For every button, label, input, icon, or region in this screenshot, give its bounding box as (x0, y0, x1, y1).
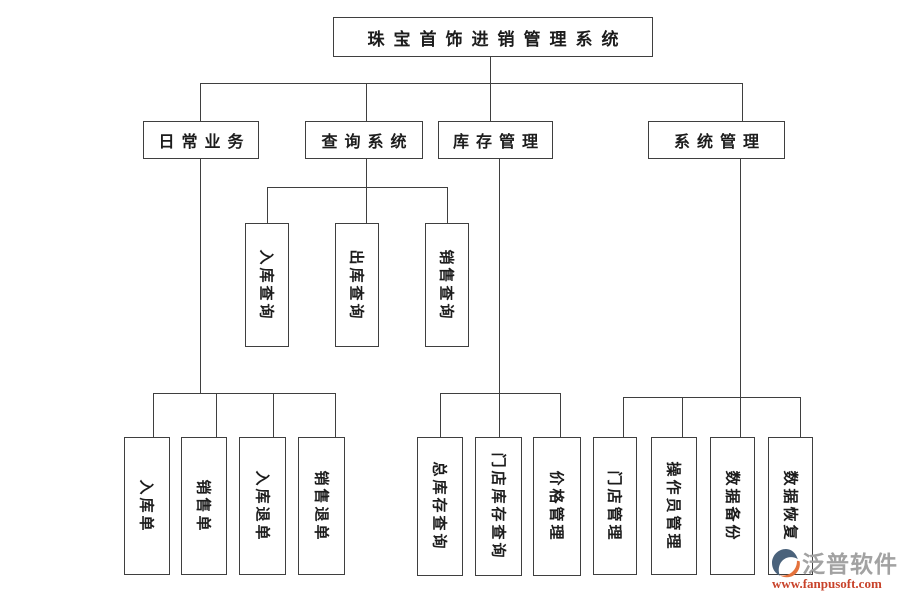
node-daily-business: 日常业务 (143, 121, 259, 159)
node-data-backup-label: 数据备份 (723, 469, 740, 543)
connector-drop-q3 (447, 187, 448, 223)
node-inbound-return-order: 入库退单 (239, 437, 286, 575)
node-system-management-label: 系统管理 (673, 134, 766, 151)
node-total-inventory-query: 总库存查询 (417, 437, 463, 576)
node-sales-return-order: 销售退单 (298, 437, 345, 575)
node-query-system-label: 查询系统 (321, 134, 414, 151)
watermark: 泛普软件 www.fanpusoft.com (769, 544, 903, 594)
node-data-recovery-label: 数据恢复 (781, 469, 798, 543)
node-price-management-label: 价格管理 (547, 470, 564, 543)
connector-drop-i3 (560, 393, 561, 437)
node-root-label: 珠宝首饰进销管理系统 (367, 29, 628, 49)
connector-drop-d3 (273, 393, 274, 437)
node-data-backup: 数据备份 (710, 437, 755, 575)
node-inbound-return-order-label: 入库退单 (253, 469, 270, 543)
node-sales-return-order-label: 销售退单 (312, 469, 329, 543)
node-inbound-order: 入库单 (124, 437, 170, 575)
node-operator-management-label: 操作员管理 (664, 460, 681, 552)
connector-drop-s2 (682, 397, 683, 437)
node-inbound-query: 入库查询 (245, 223, 289, 347)
node-sales-order-label: 销售单 (194, 478, 211, 534)
node-inbound-query-label: 入库查询 (257, 248, 274, 322)
node-sales-order: 销售单 (181, 437, 227, 575)
node-sales-query-label: 销售查询 (437, 248, 454, 322)
node-store-management-label: 门店管理 (605, 469, 622, 543)
connector-drop-s4 (800, 397, 801, 437)
connector-inventory-bus (440, 393, 561, 394)
connector-drop-query (366, 83, 367, 121)
connector-drop-d2 (216, 393, 217, 437)
node-total-inventory-query-label: 总库存查询 (430, 461, 447, 552)
connector-drop-daily (200, 83, 201, 121)
node-store-management: 门店管理 (593, 437, 637, 575)
node-query-system: 查询系统 (305, 121, 423, 159)
node-store-inventory-query: 门店库存查询 (475, 437, 522, 576)
connector-system-feed (740, 159, 741, 397)
connector-system-bus (623, 397, 801, 398)
connector-drop-d4 (335, 393, 336, 437)
node-inbound-order-label: 入库单 (137, 478, 154, 534)
connector-drop-d1 (153, 393, 154, 437)
node-outbound-query-label: 出库查询 (347, 248, 364, 322)
node-store-inventory-query-label: 门店库存查询 (489, 452, 506, 561)
connector-query-feed (366, 159, 367, 223)
watermark-url-text: www.fanpusoft.com (772, 576, 882, 591)
connector-drop-system (742, 83, 743, 121)
connector-inventory-feed (499, 159, 500, 437)
node-root: 珠宝首饰进销管理系统 (333, 17, 653, 57)
connector-top-bus (200, 83, 743, 84)
node-sales-query: 销售查询 (425, 223, 469, 347)
node-daily-business-label: 日常业务 (158, 134, 251, 151)
connector-root-feed (490, 57, 491, 121)
watermark-brand-text: 泛普软件 (802, 552, 898, 577)
node-operator-management: 操作员管理 (651, 437, 697, 575)
connector-drop-s1 (623, 397, 624, 437)
node-inventory-management-label: 库存管理 (452, 134, 545, 151)
node-outbound-query: 出库查询 (335, 223, 379, 347)
connector-daily-bus (153, 393, 336, 394)
connector-drop-s3 (740, 397, 741, 437)
connector-drop-q1 (267, 187, 268, 223)
node-price-management: 价格管理 (533, 437, 581, 576)
connector-query-bus (267, 187, 448, 188)
node-inventory-management: 库存管理 (438, 121, 553, 159)
node-system-management: 系统管理 (648, 121, 785, 159)
fanpu-logo-icon (772, 549, 800, 578)
connector-drop-i1 (440, 393, 441, 437)
connector-daily-feed (200, 159, 201, 393)
